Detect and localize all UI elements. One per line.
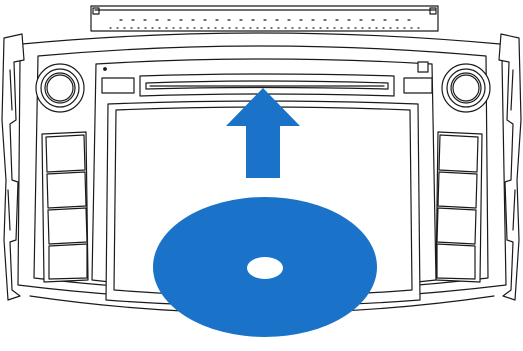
left-button-4[interactable] xyxy=(48,243,88,280)
disc-hole xyxy=(247,257,283,279)
left-button-3[interactable] xyxy=(47,207,88,245)
small-square-button[interactable] xyxy=(417,61,429,73)
disc-icon xyxy=(153,197,377,337)
volume-knob-icon[interactable] xyxy=(35,63,85,113)
right-button-2[interactable] xyxy=(437,171,478,209)
top-chassis xyxy=(90,5,439,32)
left-slot-button[interactable] xyxy=(101,77,135,94)
left-button-2[interactable] xyxy=(46,171,87,209)
disc-slot[interactable] xyxy=(145,80,389,90)
tune-knob-icon[interactable] xyxy=(441,63,491,113)
indicator-dot xyxy=(103,67,107,71)
right-button-1[interactable] xyxy=(438,134,479,173)
eject-button[interactable] xyxy=(403,77,433,94)
arrow-up-icon xyxy=(226,88,300,178)
right-button-3[interactable] xyxy=(436,207,477,245)
right-bracket xyxy=(498,33,522,301)
left-button-1[interactable] xyxy=(45,134,86,173)
right-button-stack xyxy=(435,131,483,283)
right-button-4[interactable] xyxy=(436,243,476,280)
left-bracket xyxy=(1,33,25,301)
left-button-stack xyxy=(41,131,89,283)
